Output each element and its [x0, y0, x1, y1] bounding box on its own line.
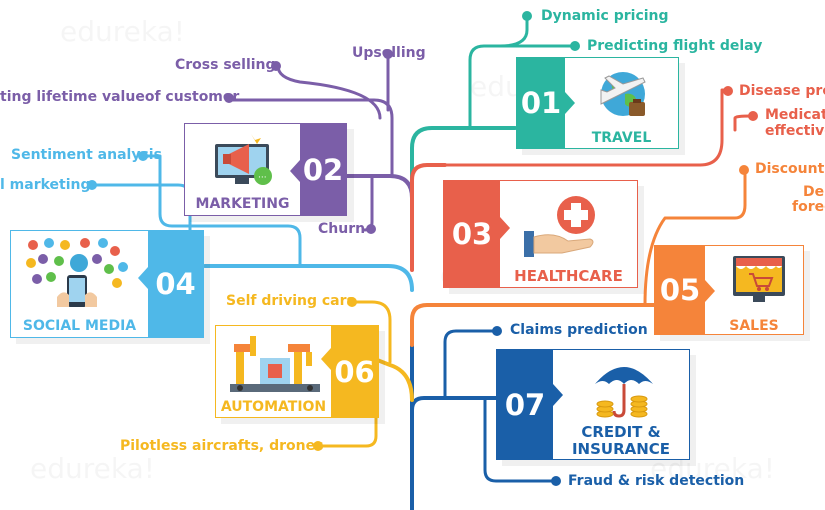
item-predicting-flight-delay: Predicting flight delay [587, 38, 763, 54]
item-discount: Discount o [755, 161, 825, 177]
card-title: SALES [729, 318, 779, 334]
robot-arm-icon [230, 330, 320, 394]
card-title: SOCIAL MEDIA [22, 318, 137, 334]
item-disease-prediction: Disease pred [739, 83, 825, 99]
item-upselling: Upselling [352, 45, 426, 61]
card-credit-insurance: 07 CREDIT & INSURANCE [496, 349, 690, 460]
card-number: 01 [517, 58, 565, 148]
item-medication: Medicat [765, 107, 825, 123]
card-title-line1: CREDIT & [581, 423, 661, 441]
card-number: 06 [331, 326, 378, 417]
card-travel: 01 TRAVEL [516, 57, 679, 149]
item-lifetime-value: ting lifetime valueof customer [0, 89, 240, 105]
card-title: CREDIT & INSURANCE [553, 424, 689, 458]
umbrella-coins-icon [593, 356, 655, 420]
card-number: 05 [655, 246, 705, 334]
item-social-marketing: l marketing [0, 177, 91, 193]
card-number: 03 [444, 181, 500, 287]
card-number: 02 [300, 124, 346, 215]
medical-cross-hand-icon [524, 191, 604, 261]
card-title: AUTOMATION [220, 399, 327, 415]
card-number: 04 [148, 231, 203, 337]
svg-text:···: ··· [258, 173, 267, 183]
item-churn: Churn [318, 221, 366, 237]
card-number: 07 [497, 350, 553, 459]
item-pilotless-aircrafts: Pilotless aircrafts, drones [120, 438, 324, 454]
card-social-media: 04 SOCIAL MEDIA [10, 230, 204, 338]
card-marketing: 02 ··· MARKETING [184, 123, 347, 216]
globe-plane-icon [593, 64, 653, 124]
card-sales: 05 SALES [654, 245, 804, 335]
shopping-cart-icon [729, 252, 789, 308]
card-title: TRAVEL [591, 130, 652, 146]
card-healthcare: 03 HEALTHCARE [443, 180, 638, 288]
card-title: MARKETING [195, 196, 290, 212]
item-fraud-risk-detection: Fraud & risk detection [568, 473, 745, 489]
people-network-icon [23, 237, 133, 311]
megaphone-icon: ··· [211, 130, 277, 188]
item-demand: De [803, 184, 825, 200]
item-forecasting: forec [792, 199, 825, 215]
item-cross-selling: Cross selling [175, 57, 276, 73]
card-title: HEALTHCARE [514, 267, 623, 285]
card-title-line2: INSURANCE [571, 440, 671, 458]
card-automation: 06 AUTOMATION [215, 325, 379, 418]
item-effectiveness: effective [765, 123, 825, 139]
item-sentiment-analysis: Sentiment analysis [11, 147, 162, 163]
item-dynamic-pricing: Dynamic pricing [541, 8, 669, 24]
item-self-driving-cars: Self driving cars [226, 293, 355, 309]
item-claims-prediction: Claims prediction [510, 322, 648, 338]
